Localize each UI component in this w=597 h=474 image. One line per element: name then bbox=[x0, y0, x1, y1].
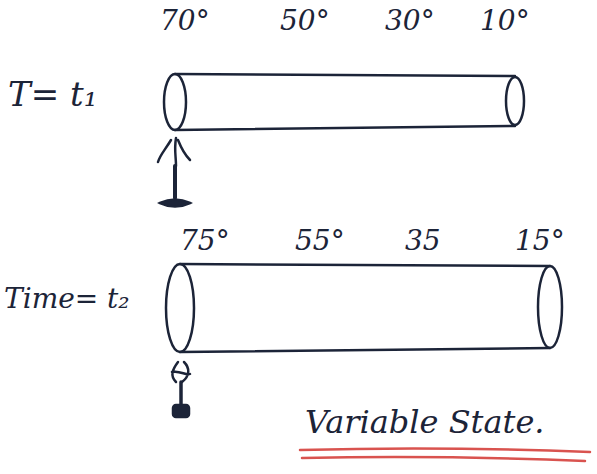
caption: Variable State. bbox=[305, 405, 545, 440]
pipe-end bbox=[538, 266, 562, 348]
time-label: Time= t₂ bbox=[4, 284, 130, 315]
pipe-end bbox=[166, 264, 194, 352]
temperature-value: 35 bbox=[405, 226, 441, 257]
underline bbox=[302, 457, 585, 461]
temperature-value: 55° bbox=[295, 226, 345, 257]
pipe-wall bbox=[175, 74, 515, 76]
burner-base bbox=[173, 405, 189, 417]
burner-stand bbox=[173, 166, 177, 198]
temperature-value: 75° bbox=[180, 226, 230, 257]
temperature-value: 50° bbox=[280, 6, 330, 37]
pipe-wall bbox=[180, 264, 550, 266]
pipe-end bbox=[506, 77, 524, 125]
temperature-value: 30° bbox=[385, 6, 435, 37]
flame bbox=[158, 138, 190, 166]
pipe-wall bbox=[180, 348, 550, 352]
flame bbox=[172, 362, 190, 382]
pipe-wall bbox=[175, 126, 515, 130]
burner-stand bbox=[179, 382, 183, 405]
temperature-value: 15° bbox=[515, 226, 565, 257]
burner-base bbox=[160, 200, 190, 207]
time-label: T= t₁ bbox=[8, 76, 97, 113]
pipe-end bbox=[164, 74, 186, 130]
temperature-value: 70° bbox=[160, 6, 210, 37]
temperature-value: 10° bbox=[480, 6, 530, 37]
underline bbox=[300, 448, 590, 452]
